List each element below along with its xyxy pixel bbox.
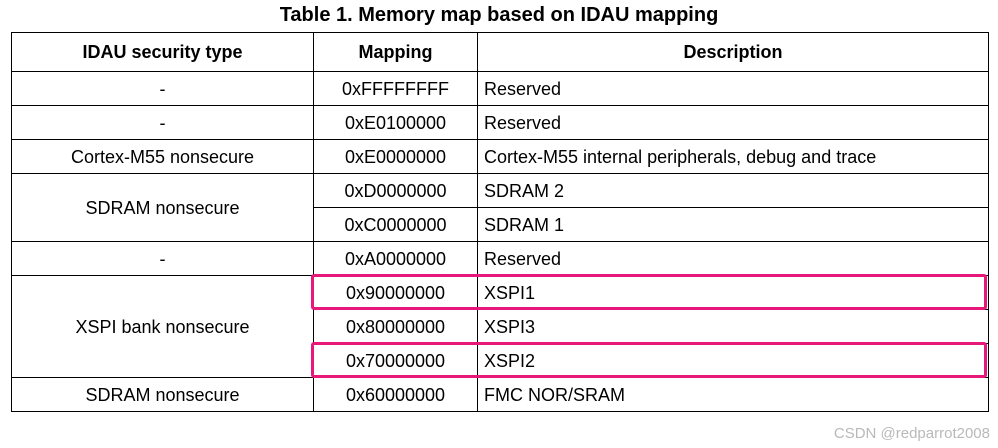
table-row: Cortex-M55 nonsecure 0xE0000000 Cortex-M… bbox=[11, 139, 989, 174]
mapping-cell: 0xC0000000 bbox=[313, 207, 478, 242]
mapping-cell: 0xE0100000 bbox=[313, 105, 478, 140]
mapping-cell: 0x80000000 bbox=[313, 309, 478, 344]
description-cell: SDRAM 2 bbox=[477, 173, 989, 208]
security-type-cell: XSPI bank nonsecure bbox=[11, 275, 314, 378]
table-row: 0x80000000 XSPI3 bbox=[12, 309, 989, 344]
mapping-value: 0x90000000 bbox=[345, 282, 446, 303]
mapping-cell: 0xD0000000 bbox=[313, 173, 478, 208]
table-row: 0xC0000000 SDRAM 1 bbox=[12, 207, 989, 242]
description-cell: Reserved bbox=[477, 241, 989, 276]
memory-map-table: IDAU security type Mapping Description -… bbox=[11, 32, 989, 412]
security-type-cell: - bbox=[11, 241, 314, 276]
description-cell: XSPI2 bbox=[477, 343, 989, 378]
mapping-cell: 0x70000000 bbox=[311, 342, 987, 378]
table-header-row: IDAU security type Mapping Description bbox=[11, 32, 989, 72]
description-cell: Reserved bbox=[477, 105, 989, 140]
description-cell: XSPI1 bbox=[477, 275, 989, 310]
table-row: - 0xA0000000 Reserved bbox=[11, 241, 989, 276]
description-cell: SDRAM 1 bbox=[477, 207, 989, 242]
mapping-cell: 0x60000000 bbox=[313, 377, 478, 412]
table-row-highlighted: XSPI bank nonsecure 0x90000000 XSPI1 bbox=[11, 274, 989, 378]
mapping-cell: 0xFFFFFFFF bbox=[313, 71, 478, 106]
security-type-cell: - bbox=[11, 71, 314, 106]
table-row: SDRAM nonsecure 0x60000000 FMC NOR/SRAM bbox=[11, 377, 989, 412]
description-cell: XSPI3 bbox=[477, 309, 989, 344]
header-idau-security-type: IDAU security type bbox=[11, 32, 314, 72]
mapping-cell: 0x90000000 bbox=[311, 274, 987, 310]
table-row: - 0xE0100000 Reserved bbox=[11, 105, 989, 140]
table-caption: Table 1. Memory map based on IDAU mappin… bbox=[279, 4, 719, 26]
mapping-value: 0x70000000 bbox=[345, 350, 446, 371]
description-cell: Reserved bbox=[477, 71, 989, 106]
security-type-cell: SDRAM nonsecure bbox=[11, 377, 314, 412]
mapping-cell: 0xA0000000 bbox=[313, 241, 478, 276]
security-type-cell: SDRAM nonsecure bbox=[11, 173, 314, 242]
security-type-cell: Cortex-M55 nonsecure bbox=[11, 139, 314, 174]
mapping-cell: 0xE0000000 bbox=[313, 139, 478, 174]
watermark-text: CSDN @redparrot2008 bbox=[833, 425, 990, 442]
table-row: SDRAM nonsecure 0xD0000000 SDRAM 2 bbox=[11, 173, 989, 242]
header-description: Description bbox=[477, 32, 989, 72]
description-cell: FMC NOR/SRAM bbox=[477, 377, 989, 412]
description-cell: Cortex-M55 internal peripherals, debug a… bbox=[477, 139, 989, 174]
header-mapping: Mapping bbox=[313, 32, 478, 72]
security-type-cell: - bbox=[11, 105, 314, 140]
table-row: - 0xFFFFFFFF Reserved bbox=[11, 71, 989, 106]
